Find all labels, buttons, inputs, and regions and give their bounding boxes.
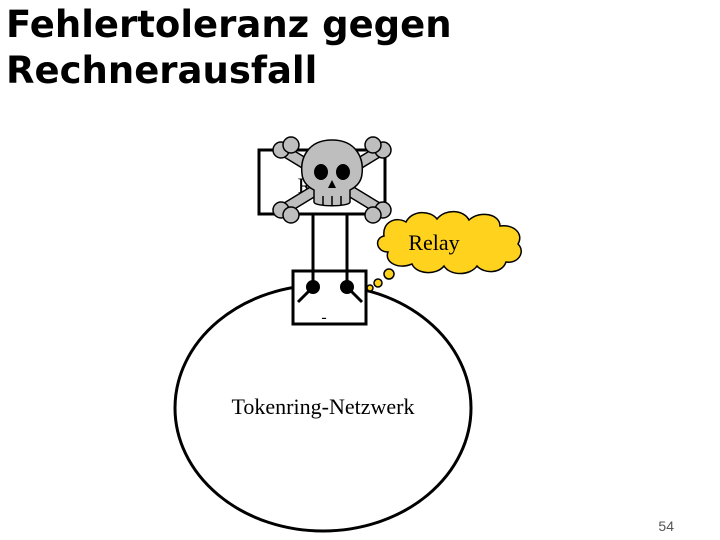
thought-bubbles xyxy=(366,268,395,292)
slide-title-line-1: Fehlertoleranz gegen xyxy=(6,3,452,46)
switch-lever-right xyxy=(345,285,364,304)
relay-cloud xyxy=(376,210,522,275)
slide-title: Fehlertoleranz gegen Rechnerausfall xyxy=(6,2,452,94)
relay-box xyxy=(291,269,368,326)
switch-label: - xyxy=(321,309,326,326)
page-number: 54 xyxy=(658,518,674,534)
slide-title-line-2: Rechnerausfall xyxy=(6,49,318,92)
relay-label: Relay xyxy=(408,230,459,255)
switch-lever-left xyxy=(296,285,315,304)
skull-crossbones-icon xyxy=(272,136,392,224)
network-label: Tokenring-Netzwerk xyxy=(232,394,415,419)
